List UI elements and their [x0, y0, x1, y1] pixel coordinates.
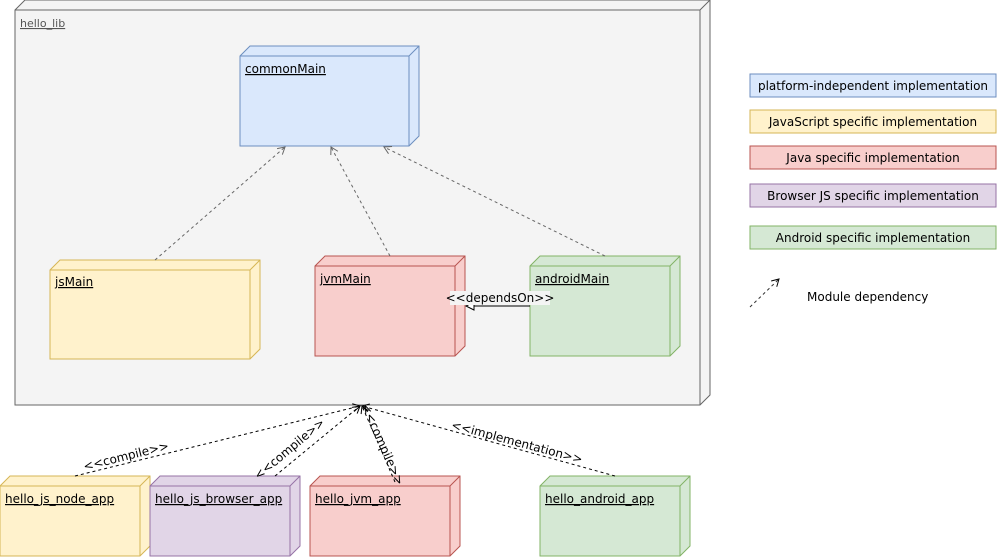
module-label: androidMain [535, 272, 609, 286]
app-label: hello_jvm_app [315, 492, 401, 506]
legend-label: Java specific implementation [785, 151, 959, 165]
legend-dependency-label: Module dependency [807, 290, 928, 304]
app-android[interactable]: hello_android_app [539, 475, 691, 557]
app-js-node[interactable]: hello_js_node_app [0, 475, 151, 557]
dependency-arrow-js-common [154, 146, 286, 261]
legend-item-browser-js: Browser JS specific implementation [749, 183, 997, 208]
dependency-arrow-jvm-common [330, 146, 391, 257]
container-label: hello_lib [20, 17, 65, 30]
compile-arrow-js-browser [274, 405, 361, 477]
depends-on-label: <<dependsOn>> [446, 291, 555, 305]
dependency-arrow-icon [749, 278, 780, 308]
compile-arrow-js-node [74, 403, 361, 477]
module-label: jsMain [54, 275, 93, 289]
module-common-box [239, 45, 420, 147]
legend: platform-independent implementation Java… [749, 73, 997, 308]
app-label: hello_android_app [545, 492, 654, 506]
implementation-label: <<implementation>> [450, 418, 584, 467]
app-label: hello_js_browser_app [155, 492, 282, 506]
compile-arrow-jvm [360, 405, 396, 483]
legend-item-android: Android specific implementation [749, 225, 997, 250]
compile-label-jvm: <<compile>> [358, 402, 406, 488]
module-label: jvmMain [319, 272, 371, 286]
legend-label: JavaScript specific implementation [768, 115, 977, 129]
implementation-arrow-android [361, 403, 616, 477]
legend-item-module-dependency: Module dependency [749, 278, 928, 308]
depends-on-label-bg [450, 291, 550, 305]
app-jvm[interactable]: hello_jvm_app [309, 475, 461, 557]
legend-item-platform-independent: platform-independent implementation [749, 73, 997, 98]
legend-item-javascript: JavaScript specific implementation [749, 109, 997, 134]
dependency-arrow-android-common [383, 146, 606, 257]
compile-label-js-browser: <<compile>> [251, 415, 327, 482]
app-js-browser[interactable]: hello_js_browser_app [149, 475, 301, 557]
legend-item-java: Java specific implementation [749, 145, 997, 170]
legend-label: Android specific implementation [776, 231, 970, 245]
app-label: hello_js_node_app [5, 492, 114, 506]
module-label: commonMain [245, 62, 326, 76]
module-js-main[interactable]: jsMain [49, 259, 261, 360]
module-android-main[interactable]: androidMain [529, 255, 681, 357]
module-common-main[interactable]: commonMain [239, 45, 420, 147]
module-jvm-main[interactable]: jvmMain [314, 255, 466, 357]
legend-label: Browser JS specific implementation [767, 189, 979, 203]
legend-label: platform-independent implementation [758, 79, 988, 93]
